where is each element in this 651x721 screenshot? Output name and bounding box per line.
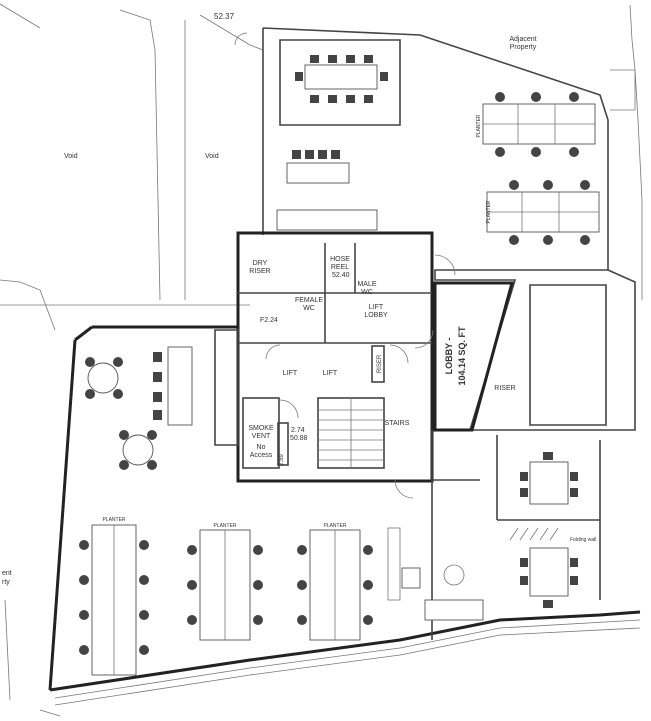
planter-label-upper-2: PLANTER xyxy=(486,200,492,223)
riser-label: RISER xyxy=(494,385,515,392)
male-wc-label-2: WC xyxy=(361,289,373,296)
lobby-wall xyxy=(433,281,514,432)
desk-cluster-upper-2 xyxy=(486,180,600,245)
level-274: 2.74 xyxy=(291,427,305,434)
void-mid-label: Void xyxy=(205,153,219,160)
level-259: 2.59 xyxy=(279,454,285,466)
desk-cluster-lower-1 xyxy=(79,524,149,676)
desk-cluster-upper-1 xyxy=(482,92,596,157)
lift-a-label: LIFT xyxy=(283,370,298,377)
meeting-table-right-1 xyxy=(520,452,578,505)
male-wc-label: MALE xyxy=(357,281,376,288)
level-5088: 50.88 xyxy=(290,435,308,442)
lift-lobby-label-2: LOBBY xyxy=(364,312,388,319)
meeting-table-right-2 xyxy=(520,547,578,608)
lobby-label: LOBBY - xyxy=(444,338,454,375)
void-left-label: Void xyxy=(64,153,78,160)
upper-office-wall xyxy=(262,27,636,431)
adjacent-property-label-2: Property xyxy=(510,44,537,51)
meeting-room-outline xyxy=(279,39,401,126)
no-access-label: No xyxy=(257,444,266,451)
level-hose: 52.40 xyxy=(332,272,350,279)
lower-office-wall xyxy=(48,325,641,692)
no-access-label-2: Access xyxy=(250,452,273,459)
female-wc-label-2: WC xyxy=(303,305,315,312)
level-f: F2.24 xyxy=(260,317,278,324)
round-table-2 xyxy=(119,430,157,470)
site-boundary xyxy=(0,3,643,717)
edge-text-1: ent xyxy=(2,570,12,577)
sofa xyxy=(424,599,484,621)
hose-reel-label-2: REEL xyxy=(331,264,349,271)
meeting-table xyxy=(304,64,378,90)
folding-wall-label: Folding wall xyxy=(570,537,596,543)
edge-text-2: rty xyxy=(2,579,10,586)
lobby-area-label: 104.14 SQ. FT xyxy=(457,326,467,386)
bench xyxy=(167,346,193,426)
smoke-vent-label-2: VENT xyxy=(252,433,271,440)
lift-lobby-label: LIFT xyxy=(369,304,384,311)
planter-label-lower-2: PLANTER xyxy=(213,523,236,529)
doors xyxy=(234,32,456,499)
planter-label-lower-3: PLANTER xyxy=(323,523,346,529)
lift-b-label: LIFT xyxy=(323,370,338,377)
stairs-label: STAIRS xyxy=(385,420,410,427)
planter-label-upper-1: PLANTER xyxy=(476,114,482,137)
desk-cluster-lower-3 xyxy=(297,529,373,641)
adjacent-property-label: Adjacent xyxy=(509,36,536,43)
riser-small-label: RISER xyxy=(377,354,383,373)
desk-cluster-lower-2 xyxy=(187,529,263,641)
smoke-vent-label: SMOKE xyxy=(248,425,274,432)
dry-riser-label: DRY xyxy=(253,260,268,267)
round-table-1 xyxy=(85,357,123,399)
hose-reel-label: HOSE xyxy=(330,256,350,263)
dry-riser-label-2: RISER xyxy=(249,268,270,275)
female-wc-label: FEMALE xyxy=(295,297,323,304)
level-top: 52.37 xyxy=(214,12,235,21)
planter-label-lower-1: PLANTER xyxy=(102,517,125,523)
